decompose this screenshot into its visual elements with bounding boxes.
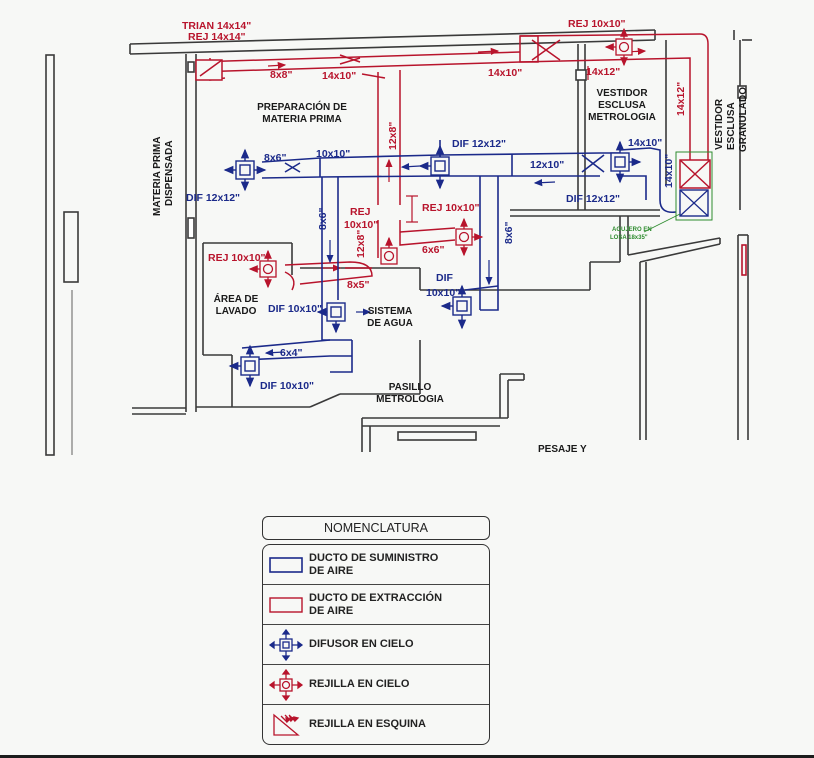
legend-title: NOMENCLATURA (262, 516, 490, 540)
ceiling-diffuser-icon (268, 628, 304, 661)
room-mp-line1: MATERIA PRIMA (152, 137, 163, 216)
legend-label: DE AIRE (309, 604, 354, 617)
room-labels: PREPARACIÓN DE MATERIA PRIMA MATERIA PRI… (152, 87, 749, 455)
label-rej10-top: REJ 10x10" (568, 18, 626, 30)
label-dif10-a: DIF 10x10" (268, 303, 322, 315)
supply-duct-icon (269, 556, 303, 573)
label-8x5: 8x5" (347, 279, 370, 291)
room-pesaje: PESAJE Y (538, 444, 587, 455)
extract-ducts (195, 33, 711, 291)
room-pasillo-line2: METROLOGIA (376, 394, 444, 405)
diffusers (223, 140, 642, 388)
grilles (248, 27, 633, 289)
label-10x10: 10x10" (316, 148, 350, 160)
supply-flow-arrows (264, 163, 556, 357)
supply-ducts (241, 140, 677, 373)
label-trian: TRIAN 14x14" (182, 20, 251, 32)
legend-label: DUCTO DE EXTRACCIÓN (309, 591, 443, 604)
room-vestidor-line2: ESCLUSA (598, 100, 646, 111)
grille-top (604, 27, 633, 67)
diffuser-pasillo-right (440, 284, 472, 330)
label-dif12-b: DIF 12x12" (566, 193, 620, 205)
label-12x10: 12x10" (530, 159, 564, 171)
room-agua-line2: DE AGUA (367, 318, 413, 329)
extract-duct-icon (269, 596, 303, 613)
slab-hole (675, 151, 713, 221)
label-12x8-a: 12x8" (387, 122, 399, 150)
label-rej-top: REJ 14x14" (188, 31, 246, 43)
diffuser-prep-center (418, 144, 450, 190)
room-vestidor-line1: VESTIDOR (596, 88, 648, 99)
label-dif10-b: DIF 10x10" (260, 380, 314, 392)
grille-lavado (248, 249, 277, 289)
room-prep-line1: PREPARACIÓN DE (257, 100, 347, 113)
room-granulado-line1: VESTIDOR (714, 98, 725, 150)
label-6x4: 6x4" (280, 347, 303, 359)
legend-label: DIFUSOR EN CIELO (309, 638, 414, 650)
room-vestidor-line3: METROLOGIA (588, 112, 656, 123)
supply-labels: 8x6" 10x10" DIF 12x12" 12x10" 14x10" 14x… (186, 137, 675, 392)
corner-grille-icon (273, 713, 300, 736)
room-pasillo-line1: PASILLO (389, 382, 432, 393)
label-12x8-b: 12x8" (355, 230, 367, 258)
diffuser-lavado (228, 344, 260, 388)
legend-label: REJILLA EN ESQUINA (309, 718, 426, 730)
label-14x12-b: 14x12" (675, 82, 687, 116)
note-agujero-2: LOSA 18x35" (610, 235, 648, 241)
label-14x10-v: 14x10" (663, 154, 675, 188)
label-dif12-a: DIF 12x12" (452, 138, 506, 150)
label-8x6-a: 8x6" (264, 152, 287, 164)
grille-mid (455, 217, 484, 257)
ceiling-grille-icon (268, 668, 304, 701)
diffuser-prep-left (223, 148, 267, 192)
legend-label: DE AIRE (309, 564, 354, 577)
room-agua-line1: SISTEMA (368, 306, 412, 317)
label-8x6-b: 8x6" (317, 207, 329, 230)
label-14x10: 14x10" (628, 137, 662, 149)
label-14x12-a: 14x12" (586, 66, 620, 78)
label-14x10-b: 14x10" (488, 67, 522, 79)
diffuser-agua (316, 302, 346, 334)
legend-item-diffuser: DIFUSOR EN CIELO (263, 625, 489, 665)
grille-agua (380, 236, 398, 265)
extract-labels: TRIAN 14x14" REJ 14x14" 8x8" 14x10" 14x1… (182, 18, 687, 291)
label-dif: DIF (436, 272, 454, 284)
label-8x8: 8x8" (270, 69, 293, 81)
label-8x6-c: 8x6" (503, 221, 515, 244)
label-rej10-left: REJ 10x10" (208, 252, 266, 264)
hvac-floor-plan: PREPARACIÓN DE MATERIA PRIMA MATERIA PRI… (45, 18, 752, 456)
label-dif-size: 10x10" (426, 287, 460, 299)
room-lavado-line1: ÁREA DE (214, 292, 259, 305)
label-14x10-a: 14x10" (322, 70, 356, 82)
legend-label: DUCTO DE SUMINISTRO (309, 551, 439, 564)
bottom-border (0, 755, 814, 758)
diffuser-vestidor (610, 140, 642, 184)
extract-flow-arrows (267, 47, 647, 272)
label-6x6: 6x6" (422, 244, 445, 256)
label-rej-mid2: 10x10" (344, 219, 378, 231)
room-granulado-line3: GRANULADO (738, 87, 749, 152)
legend-item-corner-grille: REJILLA EN ESQUINA (263, 705, 489, 744)
room-granulado-line2: ESCLUSA (726, 102, 737, 150)
room-prep-line2: MATERIA PRIMA (262, 114, 341, 125)
legend-label: REJILLA EN CIELO (309, 678, 410, 690)
label-rej-mid: REJ (350, 206, 371, 218)
legend-item-grille: REJILLA EN CIELO (263, 665, 489, 705)
label-dif12-c: DIF 12x12" (186, 192, 240, 204)
note-agujero-1: AGUJERO EN (612, 227, 652, 233)
room-mp-line2: DISPENSADA (164, 140, 175, 206)
room-lavado-line2: LAVADO (216, 306, 257, 317)
label-rej10-mid: REJ 10x10" (422, 202, 480, 214)
